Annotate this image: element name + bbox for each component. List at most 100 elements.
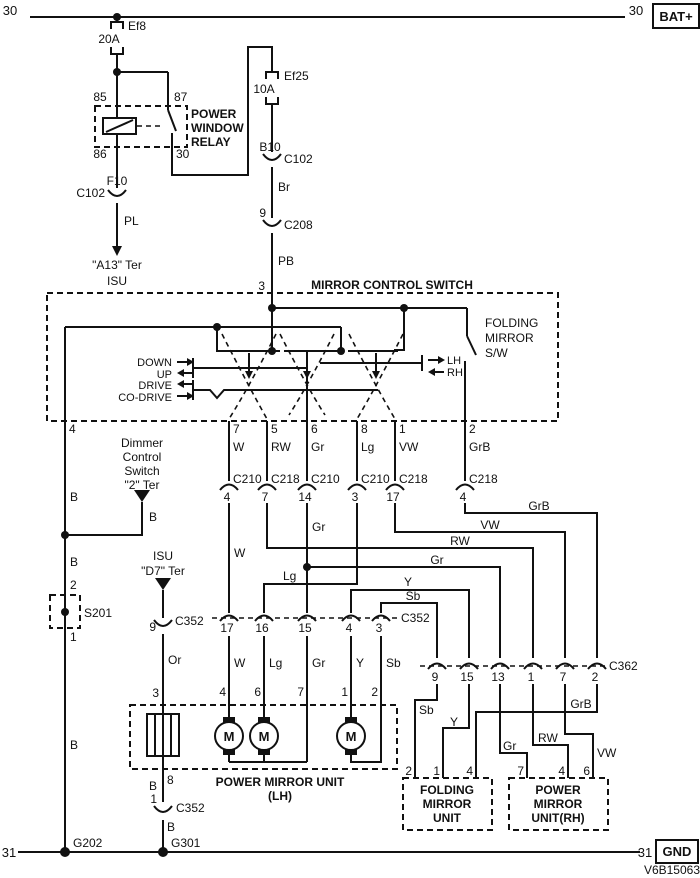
wire-label: VW — [597, 746, 617, 760]
wire-label: GrB — [469, 440, 490, 454]
connector-pin: 3 — [376, 621, 383, 635]
fuse2-rating: 10A — [253, 82, 274, 96]
power-window-relay: 85 87 86 30 POWER WINDOW RELAY — [93, 46, 273, 188]
folding-title-2: MIRROR — [423, 797, 472, 811]
connector-pin: 4 — [460, 490, 467, 504]
switch-blade-icon — [167, 109, 177, 132]
switch-outputs: 4 7 5 6 8 1 2 W RW Gr Lg VW GrB C210 C21… — [69, 422, 498, 504]
connector-icon — [262, 219, 282, 227]
junction-dot — [303, 563, 311, 571]
relay-pin-85: 85 — [93, 90, 107, 104]
connector-pin: 2 — [592, 670, 599, 684]
junction-dot — [268, 304, 276, 312]
pin-label: 6 — [311, 422, 318, 436]
top-power-rail: 30 30 BAT+ — [3, 3, 700, 29]
relay-title-1: POWER — [191, 107, 237, 121]
f10-connector: C102 — [76, 186, 105, 200]
lh-pin-8: 8 — [167, 773, 174, 787]
junction-dot — [213, 323, 221, 331]
connector-pin: 13 — [491, 670, 505, 684]
c352-9-label: C352 — [175, 614, 204, 628]
dimmer-4: "2" Ter — [125, 478, 160, 492]
wire-label: Gr — [312, 520, 325, 534]
connector-label: C218 — [399, 472, 428, 486]
dimmer-1: Dimmer — [121, 436, 163, 450]
pin-label: 2 — [469, 422, 476, 436]
down-arrow-icon — [245, 371, 253, 379]
isu-2: "D7" Ter — [141, 564, 185, 578]
relay-title-2: WINDOW — [191, 121, 244, 135]
f10-dest-2: ISU — [107, 274, 127, 288]
c208-name: C208 — [284, 218, 313, 232]
wire-label: Gr — [311, 440, 324, 454]
c208-pin: 9 — [259, 206, 266, 220]
left-arrow-icon — [177, 369, 184, 377]
pin-label: 7 — [297, 685, 304, 699]
wire-label: Y — [404, 575, 412, 589]
cross-contact-icon — [221, 333, 404, 420]
connector-icon — [153, 805, 173, 813]
wire-b: B — [149, 779, 157, 793]
c362-connector: C362 9 15 13 1 7 2 Sb Y GrB Gr RW VW — [419, 659, 638, 760]
wire-label: Gr — [430, 553, 443, 567]
rail-30-left: 30 — [3, 3, 17, 18]
wire-pb: PB — [278, 254, 294, 268]
wire-label: Lg — [361, 440, 374, 454]
wire-pl: PL — [124, 214, 139, 228]
connector-label: C218 — [469, 472, 498, 486]
junction-dot — [61, 531, 69, 539]
dir-lh: LH — [447, 355, 461, 367]
connector-pin: 9 — [432, 670, 439, 684]
f10-name: F10 — [107, 174, 128, 188]
dir-rh: RH — [447, 367, 463, 379]
wire-label: RW — [538, 731, 558, 745]
connector-pin: 1 — [528, 670, 535, 684]
pin-label: 1 — [399, 422, 406, 436]
s201-label: S201 — [84, 606, 112, 620]
power-mirror-unit-rh: 7 4 6 POWER MIRROR UNIT(RH) — [508, 764, 609, 831]
s201-box — [49, 594, 81, 629]
wire-b: B — [70, 490, 78, 504]
dimmer-2: Control — [123, 450, 162, 464]
wire-b: B — [70, 738, 78, 752]
pin-label: 7 — [233, 422, 240, 436]
junction-dot — [61, 608, 69, 616]
wire-label: Lg — [269, 656, 282, 670]
rh-title-2: MIRROR — [534, 797, 583, 811]
ef25-branch: Ef25 10A B10 C102 Br 9 C208 PB 3 — [253, 69, 313, 293]
folding-title-1: FOLDING — [420, 783, 474, 797]
relay-box — [94, 105, 188, 148]
c352-9-pin: 9 — [149, 620, 156, 634]
c352-1-label: C352 — [176, 801, 205, 815]
lh-title: POWER MIRROR UNIT — [216, 775, 345, 789]
wire-sb — [350, 602, 438, 778]
wire-label: Sb — [406, 589, 421, 603]
s201-pin-top: 2 — [70, 578, 77, 592]
connector-pin: 14 — [298, 490, 312, 504]
b10-connector: C102 — [284, 152, 313, 166]
mirror-switch-title: MIRROR CONTROL SWITCH — [311, 278, 473, 292]
pin-label: 1 — [341, 685, 348, 699]
motor-icon: M — [214, 717, 244, 755]
c352-label: C352 — [401, 611, 430, 625]
wire-br: Br — [278, 180, 290, 194]
connector-label: C210 — [311, 472, 340, 486]
down-arrow-icon — [303, 371, 311, 379]
wire-label: Lg — [283, 569, 296, 583]
rh-unit-box — [508, 777, 609, 831]
wire-label: Gr — [312, 656, 325, 670]
connector-pin: 16 — [255, 621, 269, 635]
relay-coil-icon — [102, 117, 137, 135]
pin-label: 4 — [466, 764, 473, 778]
bat-box — [652, 3, 700, 29]
mid-harness: W Gr GrB VW RW Gr Lg Y Sb — [228, 421, 598, 778]
folding-title-3: UNIT — [433, 811, 462, 825]
ground-g301: G301 — [171, 836, 201, 850]
connector-pin: 17 — [386, 490, 400, 504]
mirror-switch-box — [46, 292, 559, 422]
dimmer-3: Switch — [124, 464, 159, 478]
relay-pin-30: 30 — [176, 147, 190, 161]
connector-icon — [219, 614, 391, 622]
wire-rw — [266, 421, 569, 778]
